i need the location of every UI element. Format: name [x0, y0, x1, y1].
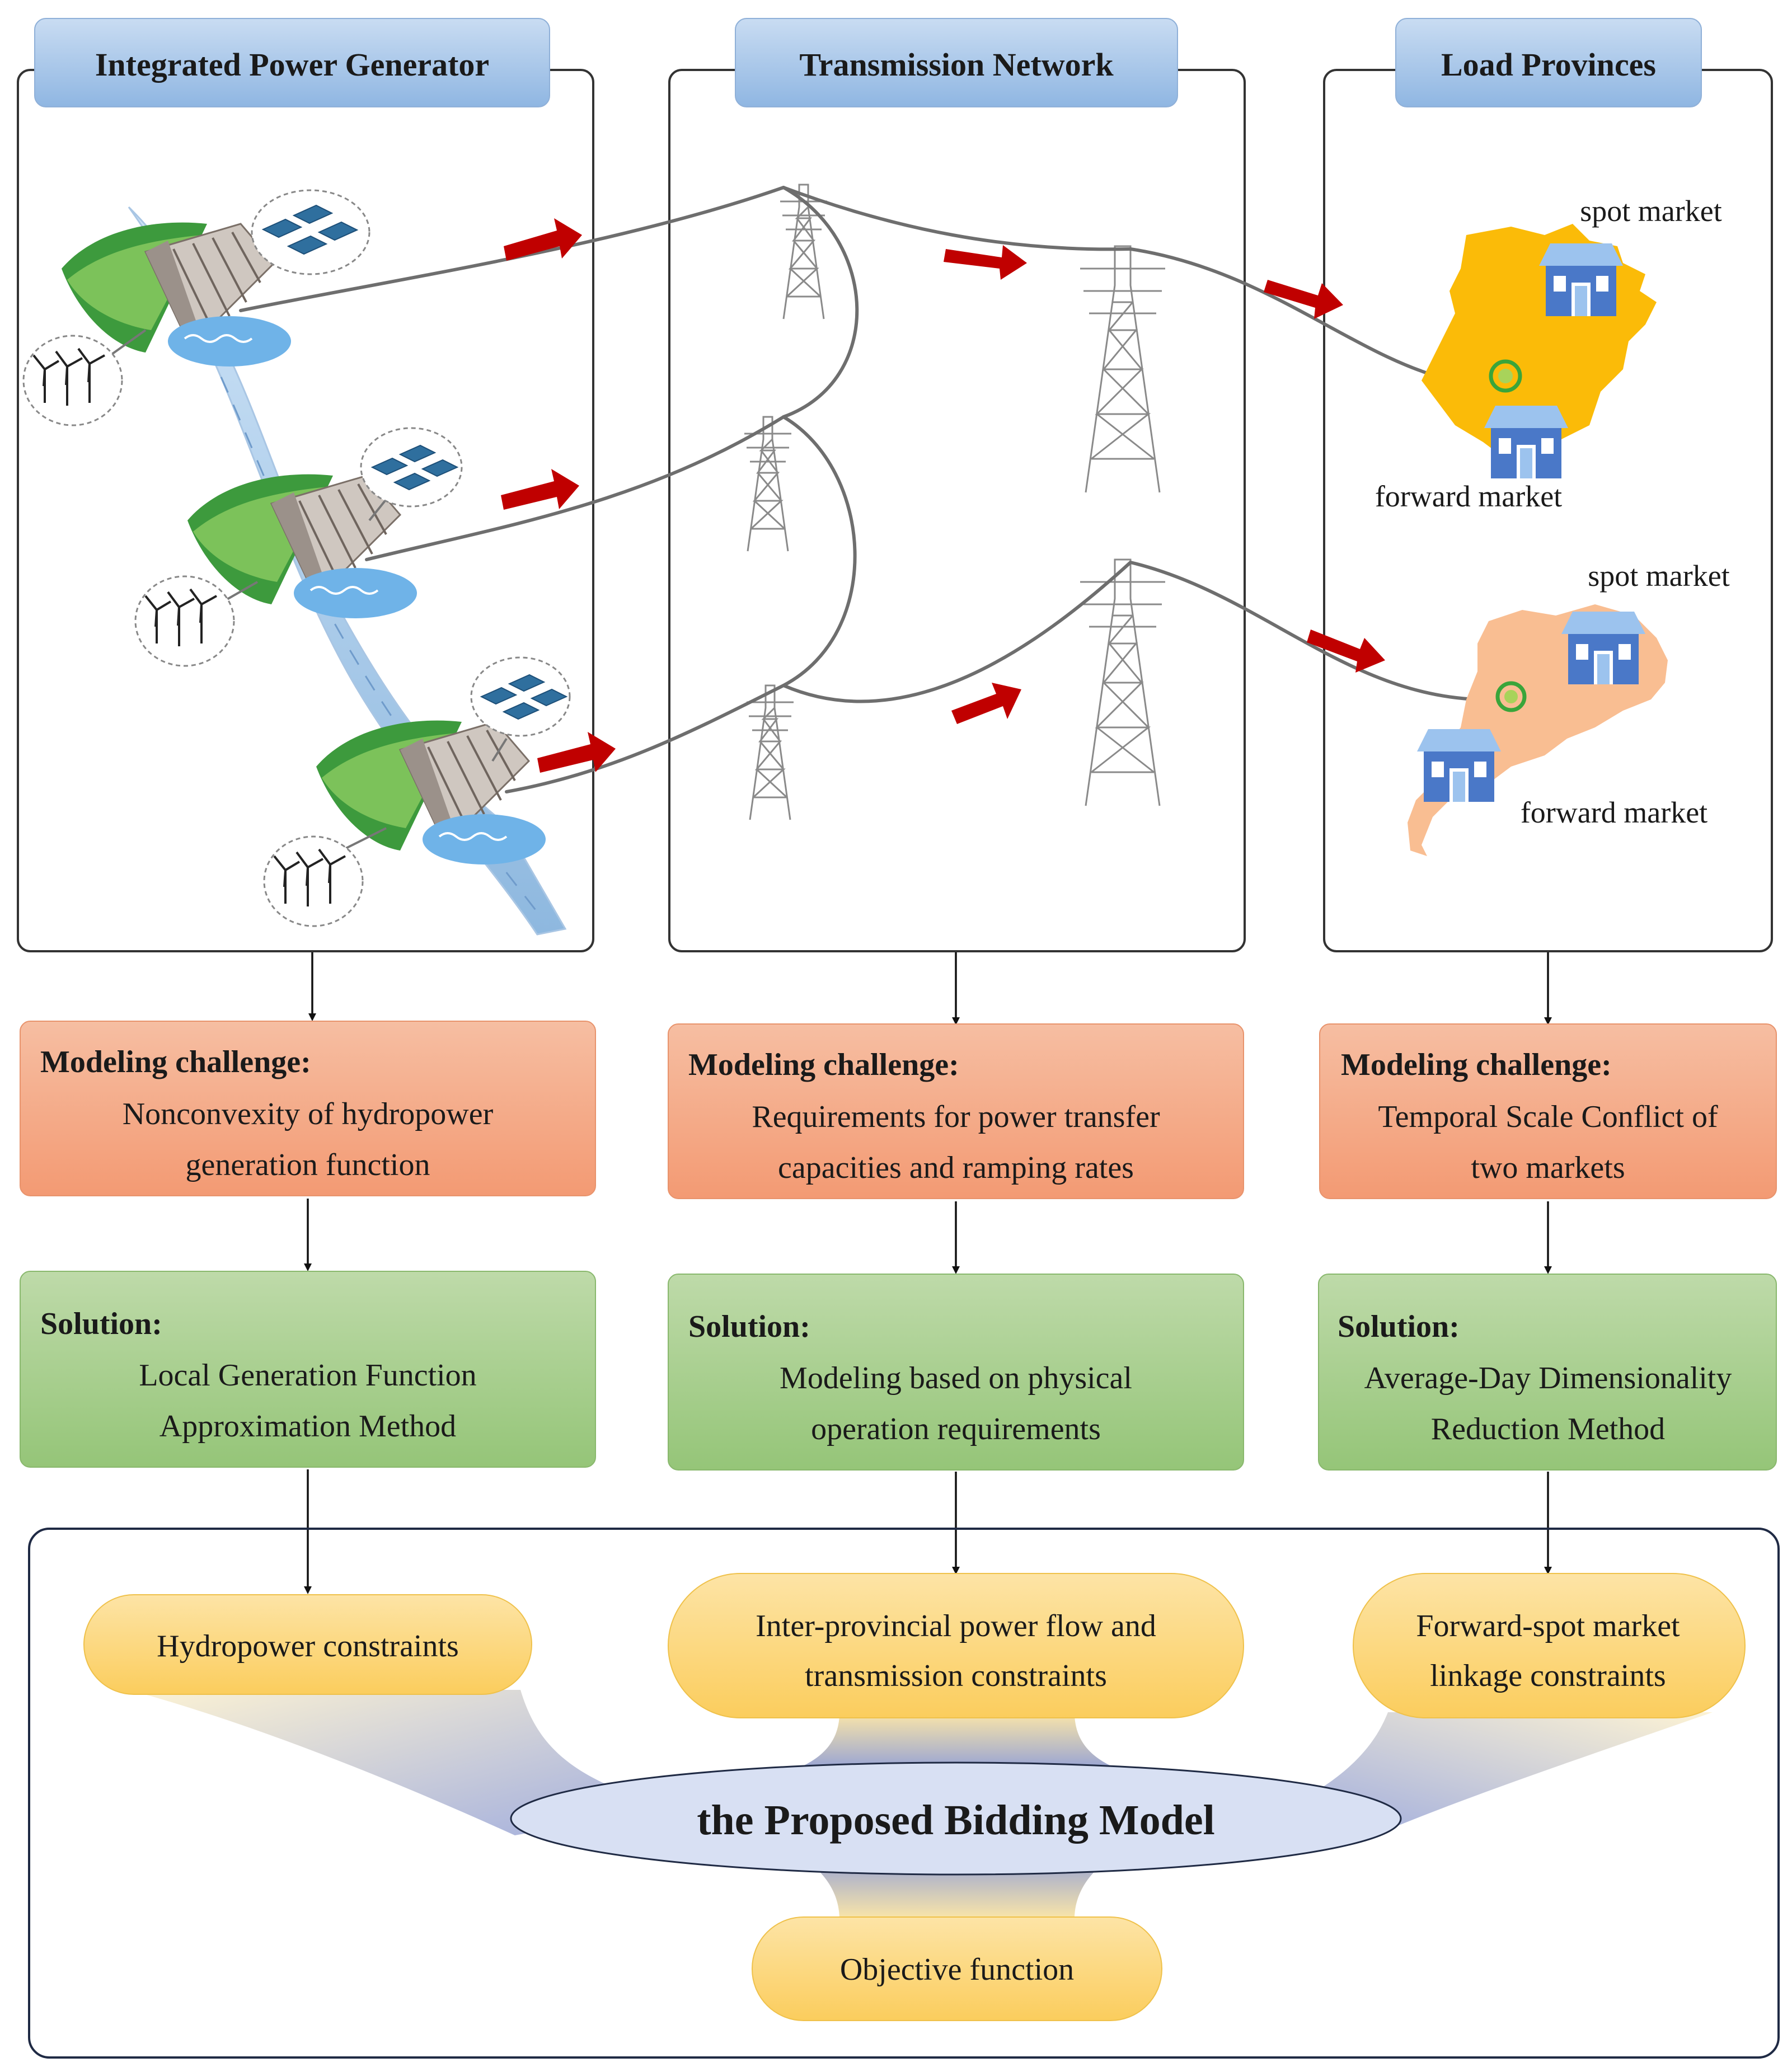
challenge-heading: Modeling challenge: [40, 1045, 311, 1079]
house-icon [1417, 729, 1501, 802]
network-panel [668, 69, 1246, 952]
hydropower-dam-icon [62, 222, 291, 367]
model-funnels [129, 1690, 1713, 1919]
solution-text-line: Modeling based on physical [780, 1361, 1132, 1396]
model-panel [28, 1528, 1780, 2059]
load-header: Load Provinces [1395, 18, 1702, 107]
solution-box-network: Solution: Modeling based on physical ope… [668, 1274, 1244, 1471]
solution-heading: Solution: [40, 1307, 162, 1341]
wind-turbine-icon [263, 827, 387, 927]
challenge-text-line: Temporal Scale Conflict of [1378, 1100, 1718, 1134]
constraint-text-line: transmission constraints [805, 1659, 1107, 1693]
constraint-text-line: Hydropower constraints [157, 1629, 459, 1664]
forward-market-label-a: forward market [1375, 480, 1562, 513]
generator-title: Integrated Power Generator [95, 46, 489, 83]
market-constraints-pill: Forward-spot market linkage constraints [1353, 1573, 1746, 1718]
solar-panel-icon [470, 656, 571, 762]
network-title: Transmission Network [799, 46, 1114, 83]
house-icon [1484, 406, 1568, 478]
challenge-box-network: Modeling challenge: Requirements for pow… [668, 1023, 1244, 1199]
challenge-heading: Modeling challenge: [688, 1047, 959, 1082]
house-icon [1539, 243, 1623, 316]
objective-function-pill: Objective function [752, 1916, 1162, 2021]
objective-text: Objective function [840, 1952, 1074, 1987]
solution-text-line: operation requirements [811, 1412, 1101, 1446]
constraint-text-line: linkage constraints [1430, 1659, 1666, 1693]
solution-heading: Solution: [1338, 1309, 1460, 1344]
challenge-text-line: two markets [1471, 1150, 1625, 1185]
challenge-text-line: capacities and ramping rates [778, 1150, 1134, 1185]
flow-constraints-pill: Inter-provincial power flow and transmis… [668, 1573, 1244, 1718]
challenge-heading: Modeling challenge: [1341, 1047, 1612, 1082]
challenge-text-line: Nonconvexity of hydropower [123, 1097, 494, 1131]
challenge-text-line: Requirements for power transfer [752, 1100, 1160, 1134]
constraint-text-line: Inter-provincial power flow and [756, 1609, 1156, 1643]
network-header: Transmission Network [735, 18, 1178, 107]
transmission-tower-icon [780, 184, 827, 320]
model-title: the Proposed Bidding Model [697, 1797, 1215, 1844]
challenge-box-load: Modeling challenge: Temporal Scale Confl… [1319, 1023, 1777, 1199]
wind-turbine-icon [134, 575, 258, 667]
transmission-lines [239, 186, 1479, 793]
solar-panel-icon [251, 189, 370, 275]
solution-text-line: Reduction Method [1431, 1412, 1665, 1446]
challenge-box-generator: Modeling challenge: Nonconvexity of hydr… [20, 1021, 596, 1196]
challenge-text-line: generation function [186, 1148, 430, 1182]
solution-text-line: Average-Day Dimensionality [1364, 1361, 1732, 1396]
spot-market-label-a: spot market [1580, 194, 1721, 228]
transmission-tower-icon [1080, 558, 1165, 806]
transmission-tower-icon [1080, 245, 1165, 493]
wind-turbine-icon [22, 329, 147, 426]
solution-box-generator: Solution: Local Generation Function Appr… [20, 1271, 596, 1468]
hydropower-dam-icon [187, 474, 417, 618]
solution-box-load: Solution: Average-Day Dimensionality Red… [1318, 1274, 1777, 1471]
proposed-bidding-model-ellipse: the Proposed Bidding Model [510, 1761, 1402, 1876]
hydropower-constraints-pill: Hydropower constraints [83, 1594, 532, 1695]
house-icon [1561, 612, 1645, 684]
flow-arrows [501, 218, 1385, 773]
solution-heading: Solution: [688, 1309, 810, 1344]
solution-text-line: Local Generation Function [139, 1358, 476, 1393]
transmission-tower-icon [744, 416, 791, 552]
spot-market-label-b: spot market [1588, 559, 1729, 593]
load-title: Load Provinces [1441, 46, 1656, 83]
solution-text-line: Approximation Method [160, 1409, 456, 1444]
constraint-text-line: Forward-spot market [1416, 1609, 1680, 1643]
transmission-tower-icon [747, 684, 794, 820]
solar-panel-icon [360, 427, 463, 522]
generator-header: Integrated Power Generator [34, 18, 550, 107]
forward-market-label-b: forward market [1521, 796, 1707, 829]
